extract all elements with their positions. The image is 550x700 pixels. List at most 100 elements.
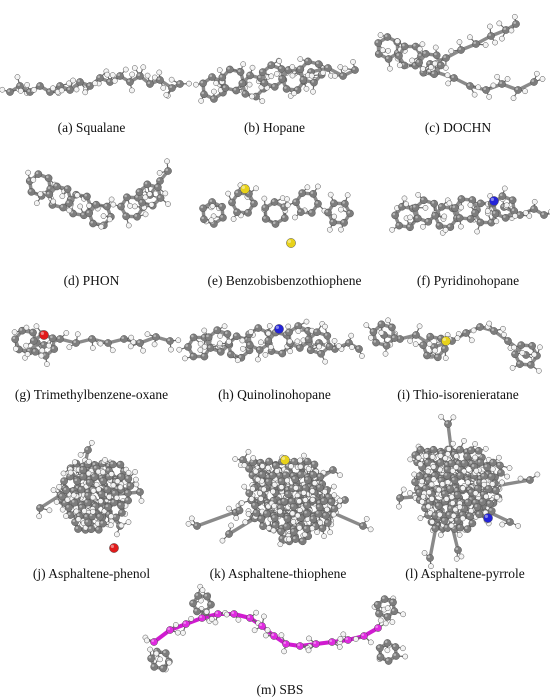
hydrogen-atom — [125, 222, 132, 229]
hydrogen-atom — [435, 486, 442, 493]
hydrogen-atom — [396, 62, 403, 69]
carbon-atom — [232, 332, 241, 341]
carbon-atom — [390, 334, 399, 342]
hydrogen-atom — [188, 515, 195, 522]
asphaltene-phenol-molecule — [36, 439, 145, 553]
hydrogen-atom — [256, 490, 263, 496]
carbon-atom — [330, 504, 339, 513]
hydrogen-atom — [327, 191, 334, 198]
hydrogen-atom — [111, 77, 118, 84]
carbon-atom — [235, 506, 244, 515]
hydrogen-atom — [132, 469, 138, 475]
panel-i-caption: (i) Thio-isorenieratane — [397, 387, 519, 402]
panel-e-caption: (e) Benzobisbenzothiophene — [207, 273, 362, 288]
hydrogen-atom — [412, 341, 419, 347]
carbon-atom — [359, 522, 367, 530]
hydrogen-atom — [129, 71, 135, 78]
hydrogen-atom — [308, 72, 315, 79]
carbon-atom — [214, 610, 222, 618]
carbon-atom — [189, 599, 197, 608]
hydrogen-atom — [494, 494, 500, 500]
hydrogen-atom — [464, 479, 471, 486]
carbon-atom — [124, 489, 132, 497]
hydrogen-atom — [252, 468, 259, 475]
carbon-atom — [60, 477, 68, 485]
hydrogen-atom — [225, 190, 232, 197]
carbon-atom — [314, 509, 323, 518]
carbon-atom — [392, 652, 400, 660]
carbon-atom — [512, 20, 520, 28]
hydrogen-atom — [238, 500, 245, 506]
hydrogen-atom — [147, 646, 153, 653]
hydrogen-atom — [426, 489, 432, 496]
carbon-atom — [406, 223, 414, 232]
hydrogen-atom — [458, 223, 464, 230]
carbon-atom — [324, 64, 332, 72]
hydrogen-atom — [24, 82, 30, 88]
carbon-atom — [150, 638, 158, 646]
carbon-atom — [166, 337, 174, 345]
carbon-atom — [213, 326, 222, 335]
hydrogen-atom — [11, 329, 18, 335]
carbon-atom — [257, 515, 266, 523]
panel-l-caption: (l) Asphaltene-pyrrole — [405, 566, 525, 581]
hydrogen-atom — [74, 192, 81, 199]
carbon-atom — [218, 202, 226, 211]
hydrogen-atom — [367, 526, 374, 533]
hydrogen-atom — [73, 508, 80, 515]
hydrogen-atom — [232, 456, 239, 462]
carbon-atom — [323, 519, 332, 527]
hydrogen-atom — [459, 515, 466, 522]
hydrogen-atom — [104, 71, 111, 78]
hydrogen-atom — [419, 41, 426, 48]
hydrogen-atom — [322, 323, 328, 330]
carbon-atom — [400, 42, 409, 51]
hydrogen-atom — [208, 217, 215, 224]
hydrogen-atom — [163, 92, 170, 98]
hydrogen-atom — [249, 93, 255, 100]
hydrogen-atom — [416, 46, 423, 52]
panel-a: (a) Squalane — [0, 20, 192, 140]
carbon-atom — [317, 349, 325, 358]
hydrogen-atom — [467, 202, 474, 208]
hydrogen-atom — [490, 466, 496, 472]
carbon-atom — [528, 342, 536, 350]
carbon-atom — [355, 345, 363, 353]
hydrogen-atom — [396, 503, 402, 510]
hydrogen-atom — [143, 637, 150, 644]
hydrogen-atom — [430, 476, 437, 483]
hydrogen-atom — [286, 338, 293, 345]
carbon-atom — [233, 208, 241, 217]
hydrogen-atom — [407, 490, 413, 496]
hydrogen-atom — [262, 351, 269, 358]
hydrogen-atom — [420, 65, 426, 72]
hydrogen-atom — [160, 85, 167, 91]
carbon-atom — [154, 183, 162, 192]
hydrogen-atom — [302, 497, 309, 503]
carbon-atom — [280, 497, 289, 506]
hydrogen-atom — [429, 519, 435, 525]
hydrogen-atom — [100, 469, 106, 476]
hydrogen-atom — [197, 347, 204, 353]
hydrogen-atom — [63, 330, 70, 336]
carbon-atom — [340, 218, 348, 227]
carbon-atom — [292, 198, 300, 207]
carbon-atom — [324, 208, 332, 217]
carbon-atom — [516, 360, 524, 368]
hydrogen-atom — [508, 27, 515, 34]
hydrogen-atom — [437, 532, 444, 538]
hydrogen-atom — [268, 344, 274, 350]
hydrogen-atom — [58, 87, 65, 94]
hydrogen-atom — [109, 347, 116, 354]
hydrogen-atom — [489, 481, 496, 487]
hydrogen-atom — [226, 338, 232, 345]
carbon-atom — [416, 445, 425, 454]
hydrogen-atom — [490, 82, 497, 89]
hydrogen-atom — [407, 456, 414, 463]
hydrogen-atom — [50, 85, 56, 92]
carbon-atom — [321, 511, 330, 520]
carbon-atom — [482, 86, 490, 94]
hydrogen-atom — [448, 48, 455, 54]
carbon-atom — [168, 84, 176, 92]
carbon-atom — [383, 639, 392, 647]
